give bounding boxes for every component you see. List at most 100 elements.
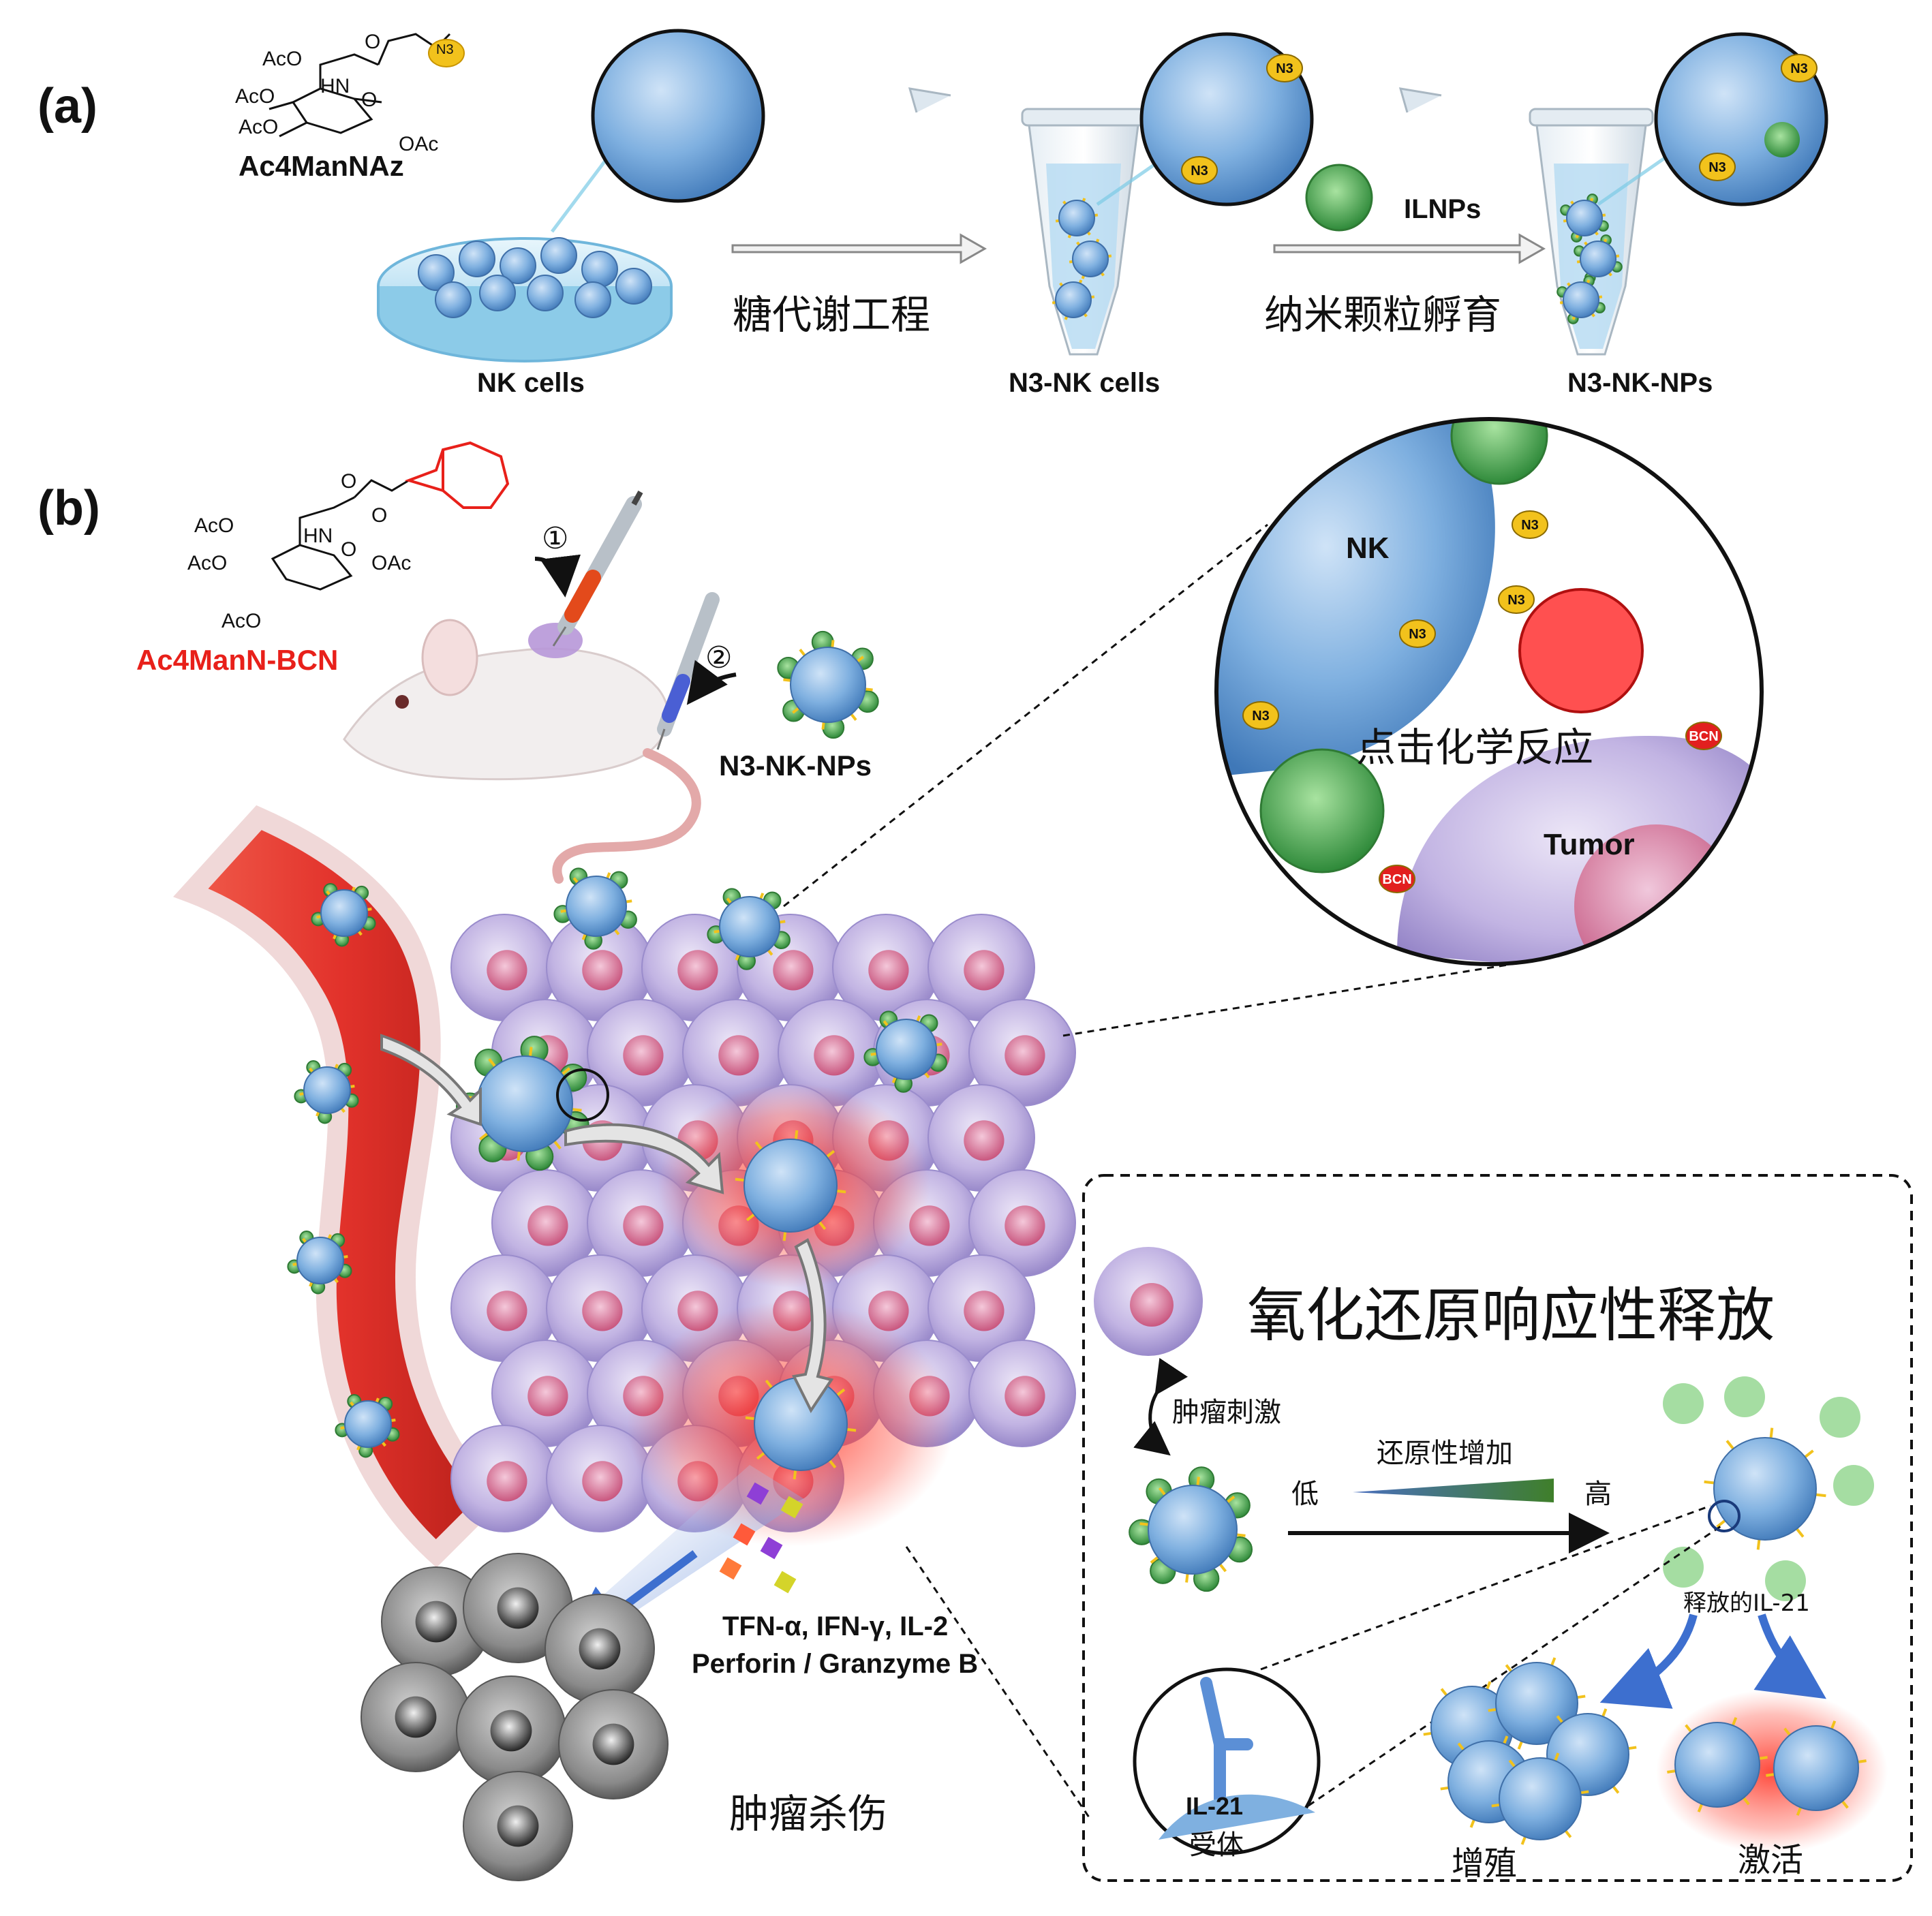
zoom-dash-1 xyxy=(783,523,1268,908)
tumor-nucleus xyxy=(582,950,623,991)
tumor-nucleus xyxy=(964,1120,1005,1161)
nk-cell-body xyxy=(1563,281,1599,318)
nk-cell xyxy=(500,247,536,284)
azide-tag: N3 xyxy=(1266,54,1303,82)
released-il21 xyxy=(1820,1397,1860,1438)
nk-cell-body xyxy=(1580,241,1616,277)
redox-title: 氧化还原响应性释放 xyxy=(1247,1282,1775,1350)
release-detail-dash-2 xyxy=(1308,1525,1721,1807)
chem-b-group-o-ester: O xyxy=(371,504,388,527)
click-chemistry-label: 点击化学反应 xyxy=(1356,724,1594,771)
dead-cell xyxy=(456,1675,566,1786)
bcn-tag: BCN xyxy=(1685,722,1722,750)
panel-b-label: (b) xyxy=(37,481,100,536)
arrow-glycoengineering xyxy=(731,233,987,264)
tag-head xyxy=(1242,701,1279,730)
nk-cell xyxy=(1766,1720,1867,1816)
stimulus-arrow xyxy=(1133,1357,1188,1456)
tag-text: BCN xyxy=(1382,872,1411,887)
chem-a-group-o-ring: O xyxy=(361,89,378,111)
tumor-cell xyxy=(546,1425,654,1532)
nk-cell-body xyxy=(1058,200,1095,236)
tumor-cell xyxy=(450,914,558,1021)
nk-cell-body xyxy=(320,889,368,937)
nk-cell xyxy=(335,1393,400,1458)
tag-text: N3 xyxy=(1191,164,1208,179)
tumor-nucleus xyxy=(718,1035,759,1076)
nk-cell-body xyxy=(344,1400,392,1448)
nk-cell-body xyxy=(500,247,536,284)
nk-cell xyxy=(1557,275,1606,324)
nk-cell-body xyxy=(719,896,780,957)
nk-cell-body xyxy=(479,275,516,311)
nk-cell-body xyxy=(1773,1725,1859,1811)
nk-cell-body xyxy=(1713,1437,1817,1541)
step2-top-label: ILNPs xyxy=(1404,194,1482,224)
azide-tag: N3 xyxy=(1498,585,1535,614)
tag-head xyxy=(1699,153,1736,181)
zoom-circle-nk xyxy=(591,29,765,203)
nk-cell xyxy=(1574,234,1623,283)
nk-cell-body xyxy=(790,647,866,723)
nk-cell-body xyxy=(459,241,495,277)
released-il21-label: 释放的IL-21 xyxy=(1683,1590,1810,1617)
chem-a-group-hn: HN xyxy=(320,75,350,97)
cytokine-particle xyxy=(733,1523,756,1546)
nk-cell-body xyxy=(1495,1662,1578,1745)
nk-cell xyxy=(479,275,516,311)
tumor-cell xyxy=(927,1254,1035,1362)
redox-tumor-icon xyxy=(1094,1247,1203,1356)
nk-cell-body xyxy=(876,1019,937,1080)
nk-cells-infiltrating xyxy=(455,867,947,1480)
chem-structure-ac4mannaz xyxy=(269,33,451,138)
nk-cell xyxy=(553,867,637,950)
nk-cell-body xyxy=(566,876,627,937)
nk-cell-body xyxy=(1072,241,1109,277)
nk-cell xyxy=(745,1368,857,1480)
cytokines-line-1: TFN-α, IFN-γ, IL-2 xyxy=(722,1611,949,1641)
mouse xyxy=(343,619,701,884)
tag-head xyxy=(1399,619,1436,648)
tag-text: N3 xyxy=(1521,518,1539,533)
tumor-cell xyxy=(968,999,1076,1107)
nk-cell xyxy=(1491,1752,1589,1845)
redox-high-label: 高 xyxy=(1584,1479,1612,1510)
dead-cell xyxy=(361,1662,471,1772)
nk-cell xyxy=(527,275,564,311)
tumor-nucleus xyxy=(1005,1205,1045,1246)
injected-cells-label: N3-NK-NPs xyxy=(719,750,872,782)
nk-cell xyxy=(735,1130,846,1241)
redox-box xyxy=(1082,1174,1913,1882)
stage-label-nk-cells: NK cells xyxy=(477,368,585,398)
azide-tag: N3 xyxy=(1181,156,1218,185)
binding-site-circle xyxy=(556,1068,609,1122)
chem-b-group-o-ring: O xyxy=(341,538,357,561)
tag-head xyxy=(1266,54,1303,82)
tag-text: N3 xyxy=(1790,61,1808,76)
dead-cell xyxy=(463,1771,573,1881)
dead-cell-nucleus xyxy=(497,1587,539,1629)
tumor-nucleus xyxy=(868,950,909,991)
nk-cell-body xyxy=(1566,200,1603,236)
dead-tumor-cells xyxy=(361,1553,669,1881)
release-detail-dash-1 xyxy=(1260,1504,1711,1671)
tumor-nucleus xyxy=(623,1035,664,1076)
tumor-nucleus xyxy=(487,1461,527,1502)
compound-a-name: Ac4ManNAz xyxy=(239,150,404,182)
dead-cell xyxy=(545,1594,655,1704)
released-il21 xyxy=(1833,1465,1874,1506)
chem-a-group-o-carbonyl: O xyxy=(365,31,381,53)
nk-cell xyxy=(1667,1717,1768,1812)
chem-a-group-oac: OAc xyxy=(399,133,439,155)
tumor-nucleus xyxy=(964,1291,1005,1331)
zoom-nk-label: NK xyxy=(1346,531,1390,565)
chem-b-group-o-carbonyl: O xyxy=(341,470,357,493)
nk-cell xyxy=(418,254,455,291)
chem-b-group-hn: HN xyxy=(303,525,333,547)
azide-tag: N3 xyxy=(1699,153,1736,181)
step2-label: 纳米颗粒孵育 xyxy=(1264,292,1502,338)
azide-tag-chem-a xyxy=(428,39,465,67)
tumor-nucleus xyxy=(582,1291,623,1331)
cytokine-particle xyxy=(746,1482,769,1505)
